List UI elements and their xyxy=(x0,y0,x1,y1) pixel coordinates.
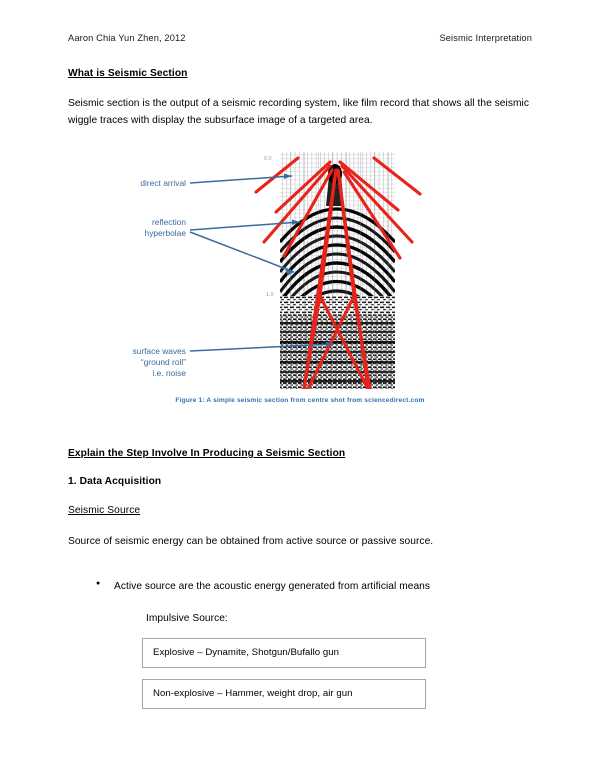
annotation-reflection-line1: reflection xyxy=(152,217,186,227)
heading-explain-steps: Explain the Step Involve In Producing a … xyxy=(68,448,346,460)
axis-label-mid: 1.0 xyxy=(266,292,274,298)
bullet-list-active-source: Active source are the acoustic energy ge… xyxy=(68,578,532,595)
figure-caption: Figure 1: A simple seismic section from … xyxy=(175,397,425,405)
running-head-author: Aaron Chia Yun Zhen, 2012 xyxy=(68,33,186,43)
running-head: Aaron Chia Yun Zhen, 2012 Seismic Interp… xyxy=(68,33,532,43)
paragraph-what-is-seismic-section: Seismic section is the output of a seism… xyxy=(68,98,529,126)
box-explosive-sources: Explosive – Dynamite, Shotgun/Bufallo gu… xyxy=(142,637,426,668)
annotation-surface-line2: “ground roll” xyxy=(141,357,186,367)
annotation-reflection-line2: hyperbolae xyxy=(145,228,187,238)
direct-arrival-overlay xyxy=(254,156,422,260)
list-item-active-source: Active source are the acoustic energy ge… xyxy=(96,578,532,595)
running-head-title: Seismic Interpretation xyxy=(439,33,532,43)
annotation-surface-line1: surface waves xyxy=(132,346,186,356)
heading-what-is-seismic-section: What is Seismic Section xyxy=(68,68,188,79)
figure-annotations: direct arrival reflection hyperbolae sur… xyxy=(132,173,335,378)
annotation-surface-line3: i.e. noise xyxy=(152,368,186,378)
seismic-record-graphic: 0.0 1.0 direct arrival reflection hyperb… xyxy=(132,152,422,390)
annotation-direct-arrival: direct arrival xyxy=(140,178,186,188)
label-impulsive-source: Impulsive Source: xyxy=(146,612,228,624)
document-content: Aaron Chia Yun Zhen, 2012 Seismic Interp… xyxy=(68,33,532,709)
figure-seismic-section: 0.0 1.0 direct arrival reflection hyperb… xyxy=(68,146,532,390)
heading-step-1-data-acquisition: 1. Data Acquisition xyxy=(68,476,162,488)
heading-seismic-source: Seismic Source xyxy=(68,505,141,517)
axis-label-top: 0.0 xyxy=(264,156,272,162)
figure-image: 0.0 1.0 direct arrival reflection hyperb… xyxy=(68,146,532,390)
seismic-traces xyxy=(280,152,395,390)
box-non-explosive-sources: Non-explosive – Hammer, weight drop, air… xyxy=(142,678,426,709)
paragraph-seismic-source: Source of seismic energy can be obtained… xyxy=(68,536,434,548)
ground-roll-overlay xyxy=(302,168,372,390)
